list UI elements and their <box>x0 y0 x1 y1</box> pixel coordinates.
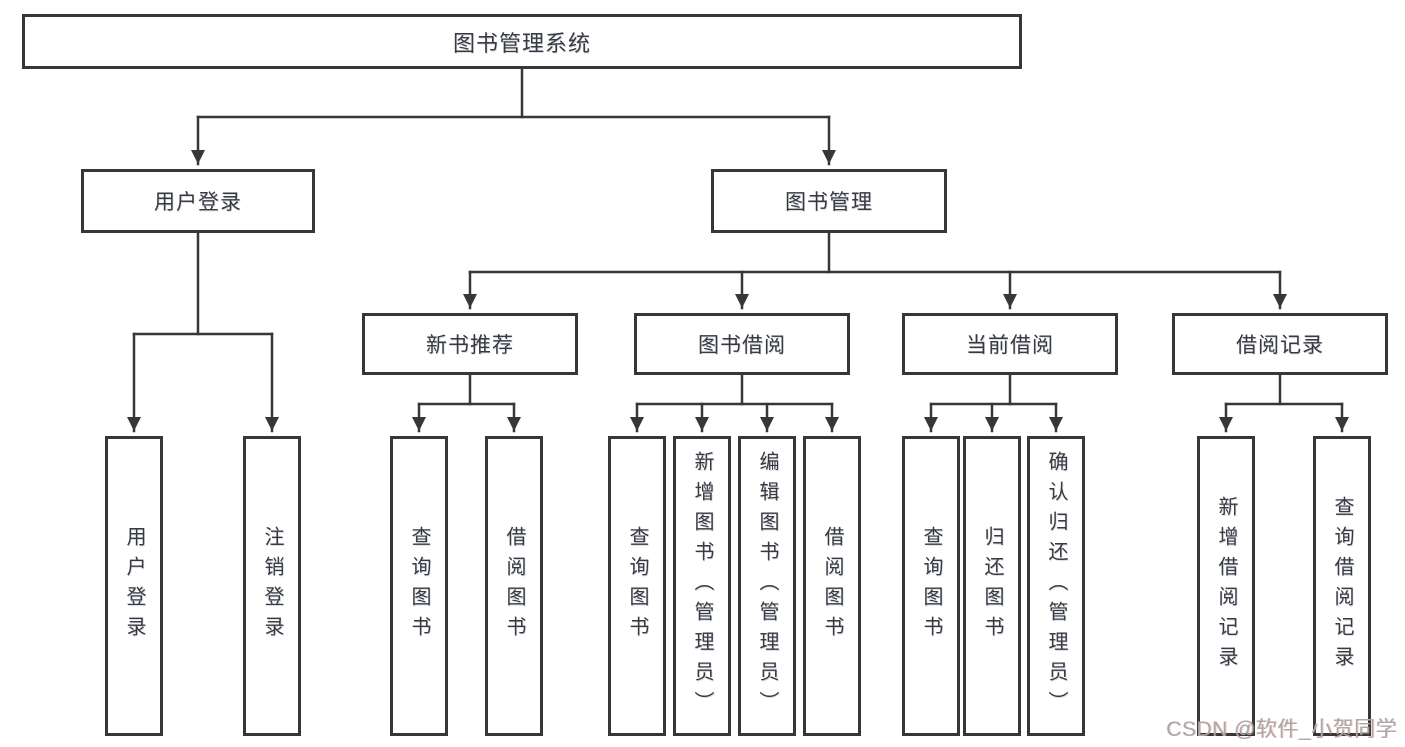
connector-user-login-children <box>127 231 279 433</box>
leaf-edit-books-admin: 编辑图书（管理员） <box>738 436 796 736</box>
node-book-borrowing: 图书借阅 <box>634 313 850 375</box>
leaf-label: 借阅图书 <box>821 526 843 646</box>
connector-borrow-record-children <box>1219 373 1349 433</box>
leaf-label: 注销登录 <box>261 526 283 646</box>
leaf-query-books-current: 查询图书 <box>902 436 960 736</box>
leaf-return-books: 归还图书 <box>963 436 1021 736</box>
leaf-label: 用户登录 <box>123 526 145 646</box>
leaf-confirm-return-admin: 确认归还（管理员） <box>1027 436 1085 736</box>
leaf-label: 新增借阅记录 <box>1215 496 1237 676</box>
node-user-login: 用户登录 <box>81 169 315 233</box>
connector-root-to-level2 <box>191 67 836 166</box>
node-library-management-system: 图书管理系统 <box>22 14 1022 69</box>
leaf-borrow-books-recommend: 借阅图书 <box>485 436 543 736</box>
node-book-management: 图书管理 <box>711 169 947 233</box>
leaf-label: 新增图书（管理员） <box>691 451 713 721</box>
node-current-borrowing: 当前借阅 <box>902 313 1118 375</box>
leaf-label: 查询借阅记录 <box>1331 496 1353 676</box>
leaf-label: 借阅图书 <box>503 526 525 646</box>
connector-book-borrow-children <box>630 373 839 433</box>
leaf-label: 查询图书 <box>920 526 942 646</box>
leaf-add-books-admin: 新增图书（管理员） <box>673 436 731 736</box>
leaf-query-borrow-record: 查询借阅记录 <box>1313 436 1371 736</box>
node-borrowing-records: 借阅记录 <box>1172 313 1388 375</box>
leaf-query-books-recommend: 查询图书 <box>390 436 448 736</box>
leaf-label: 确认归还（管理员） <box>1045 451 1067 721</box>
csdn-watermark: CSDN @软件_小贺同学 <box>1166 718 1397 741</box>
connector-book-management-to-level3 <box>463 231 1287 310</box>
leaf-borrow-books: 借阅图书 <box>803 436 861 736</box>
connector-new-book-children <box>412 373 521 433</box>
leaf-label: 编辑图书（管理员） <box>756 451 778 721</box>
leaf-user-login: 用户登录 <box>105 436 163 736</box>
leaf-label: 查询图书 <box>408 526 430 646</box>
leaf-label: 归还图书 <box>981 526 1003 646</box>
leaf-logout: 注销登录 <box>243 436 301 736</box>
connector-current-borrow-children <box>924 373 1063 433</box>
leaf-add-borrow-record: 新增借阅记录 <box>1197 436 1255 736</box>
leaf-label: 查询图书 <box>626 526 648 646</box>
leaf-query-books-borrow: 查询图书 <box>608 436 666 736</box>
node-new-book-recommendation: 新书推荐 <box>362 313 578 375</box>
